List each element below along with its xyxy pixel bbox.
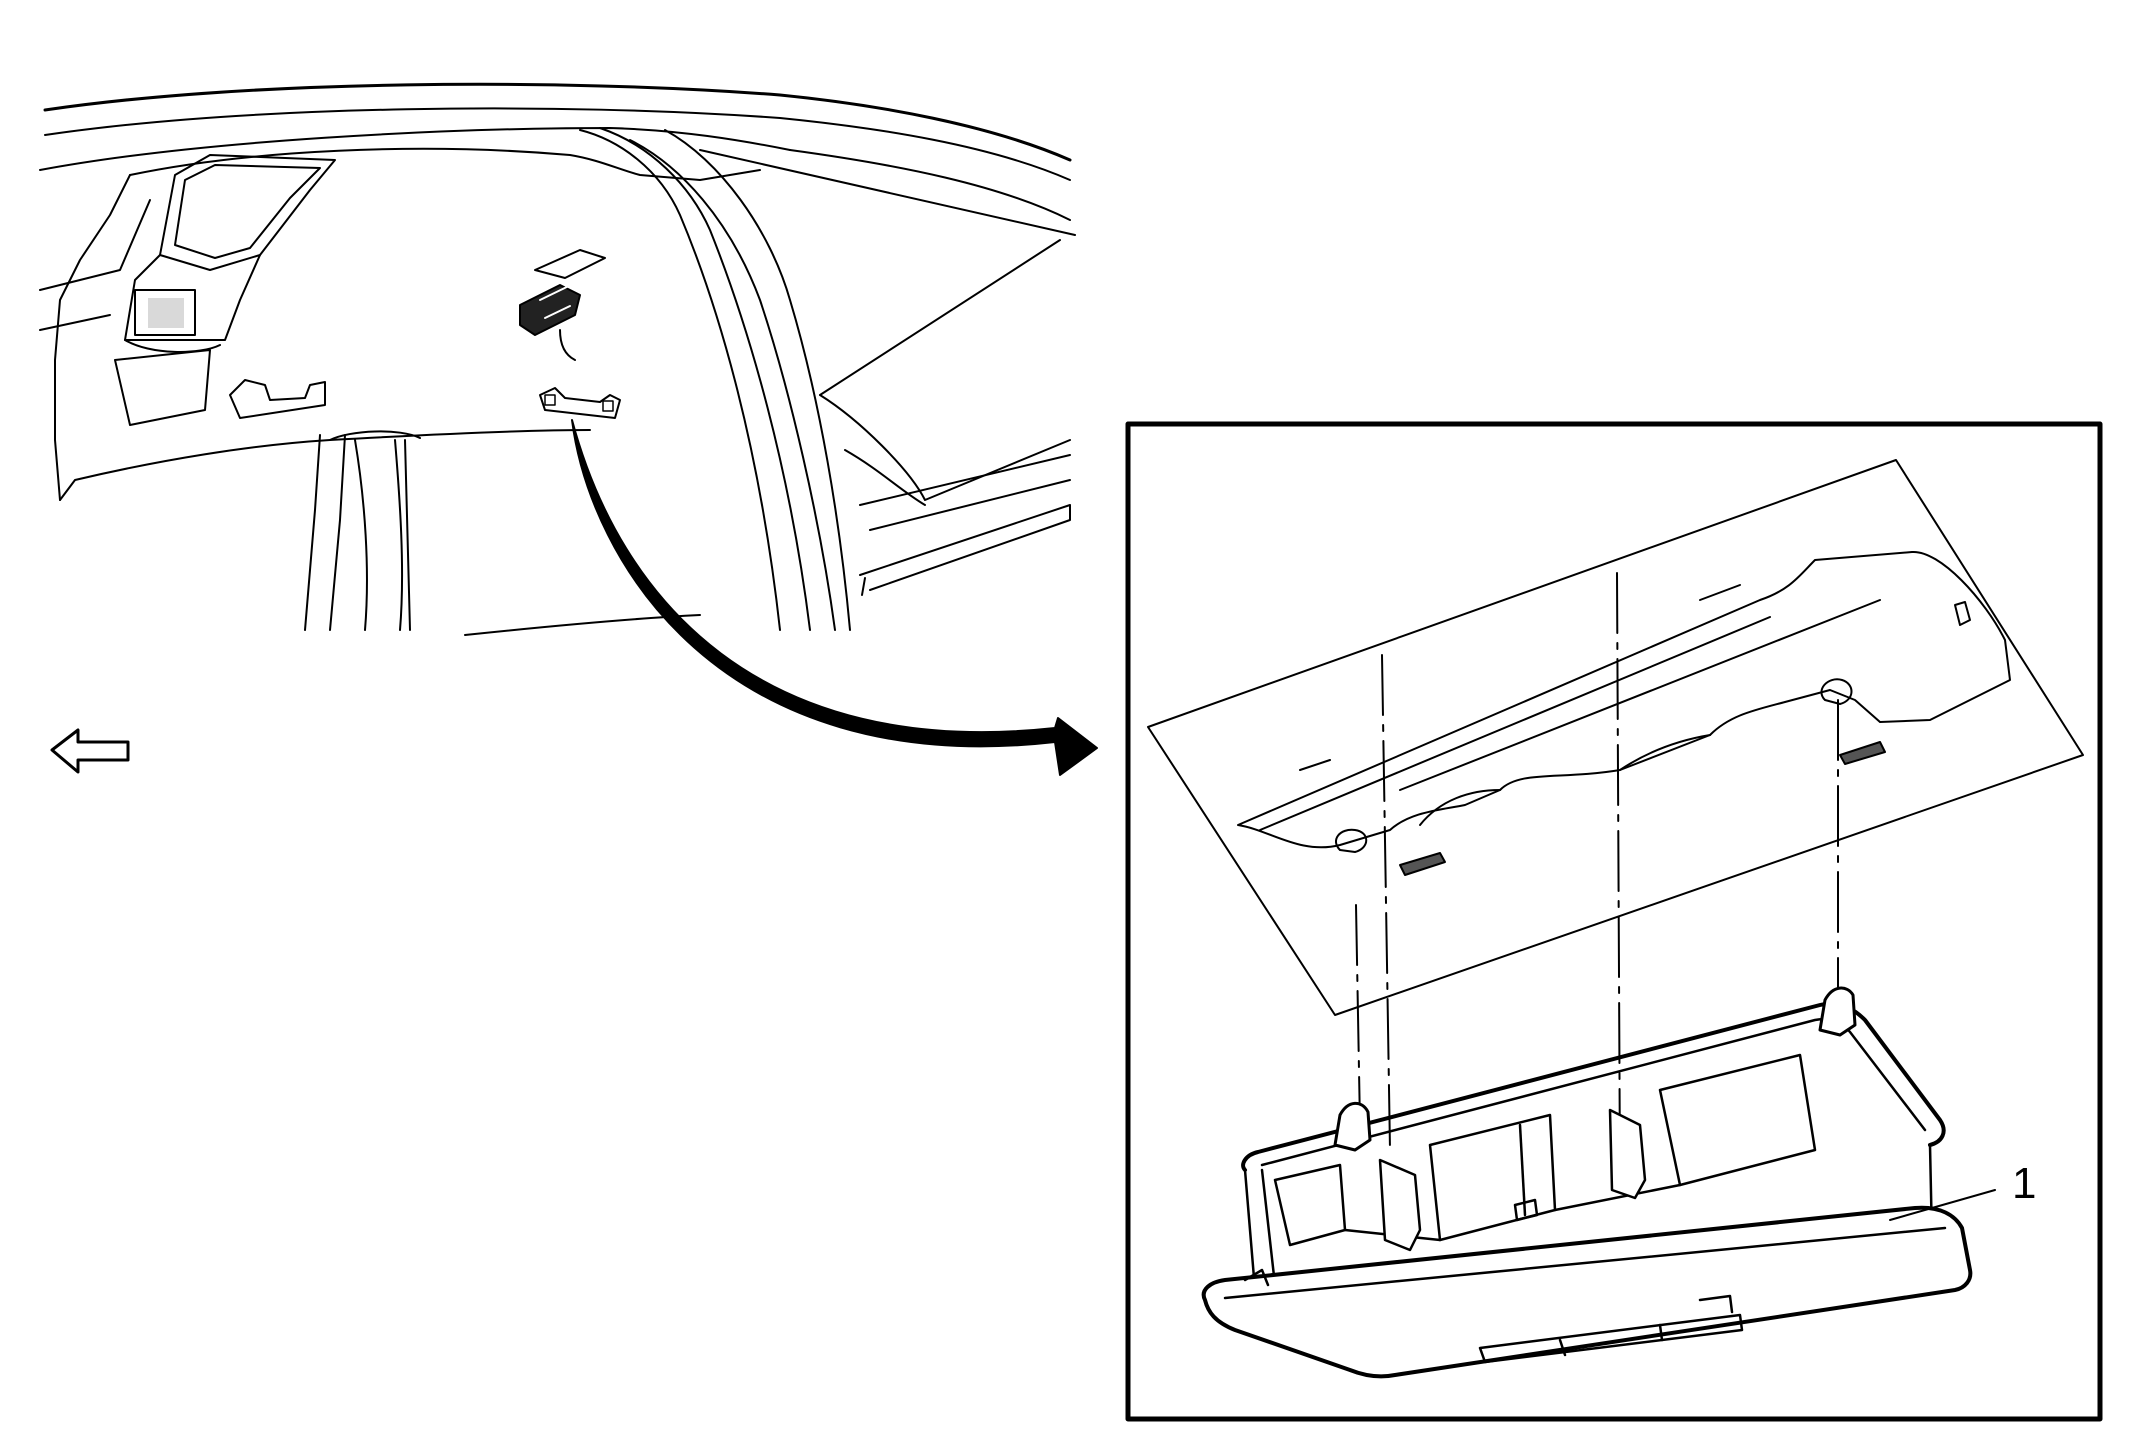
grab-handle-left bbox=[229, 379, 326, 419]
headliner-section bbox=[1147, 459, 2084, 1016]
retention-clip-1 bbox=[1333, 1101, 1372, 1152]
retention-clip-4 bbox=[1608, 1108, 1647, 1200]
clip-slot-1 bbox=[1335, 828, 1368, 853]
grab-handle-right bbox=[539, 387, 621, 419]
retention-clip-3 bbox=[1378, 1158, 1422, 1252]
headliner-panel bbox=[129, 147, 761, 181]
vehicle-interior-view bbox=[39, 82, 1076, 636]
clip-slot-2 bbox=[1820, 678, 1853, 705]
seat-back-rail bbox=[304, 434, 321, 631]
roof-outline bbox=[43, 82, 1072, 162]
alignment-lines bbox=[1355, 572, 1839, 1176]
arrow-left-icon bbox=[50, 728, 130, 774]
dome-lamp-assembly bbox=[1201, 986, 1996, 1379]
headliner-cutout bbox=[1237, 550, 2011, 849]
dome-lamp-small bbox=[519, 249, 606, 361]
headliner-plane bbox=[1147, 459, 2084, 1016]
lamp-lens bbox=[1201, 1205, 1973, 1379]
callout-label-1: 1 bbox=[2012, 1159, 2036, 1208]
retention-clip-2 bbox=[1818, 986, 1857, 1037]
vanity-mirror bbox=[134, 289, 196, 336]
callout-leader bbox=[1889, 1189, 1996, 1221]
detail-arrow bbox=[571, 419, 1098, 776]
sun-visor bbox=[159, 154, 336, 271]
b-pillar bbox=[579, 129, 781, 631]
